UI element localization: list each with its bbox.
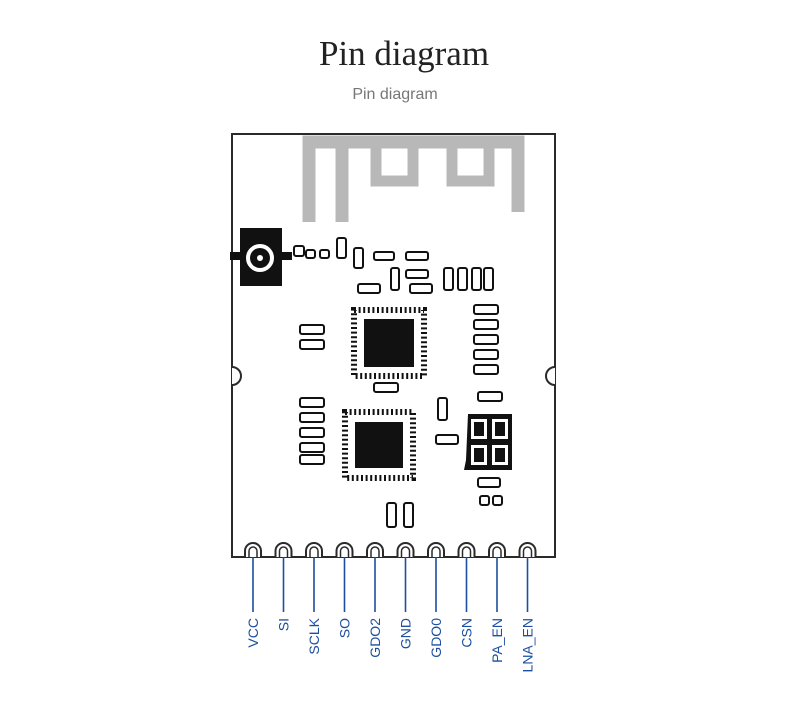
pin-label: VCC <box>245 618 261 648</box>
pin-pad <box>396 542 415 557</box>
pin-pad <box>488 542 506 557</box>
pin-label: SI <box>276 618 292 631</box>
passive-pad <box>299 442 325 453</box>
pin-hole <box>278 546 289 557</box>
pin-pad <box>366 542 384 557</box>
pin-label: SCLK <box>306 617 322 654</box>
right-notch <box>545 366 556 386</box>
passive-pad <box>299 412 325 423</box>
pin-pad <box>305 542 323 557</box>
passive-pad <box>473 304 499 315</box>
passive-pad <box>299 397 325 408</box>
pin-hole <box>522 546 533 557</box>
pin-label: SO <box>337 618 353 638</box>
passive-pad <box>319 249 330 259</box>
passive-pad <box>405 269 429 279</box>
passive-pad <box>357 283 381 294</box>
passive-pad <box>353 247 364 269</box>
page-title: Pin diagram <box>318 34 490 73</box>
passive-pad <box>299 324 325 335</box>
passive-pad <box>471 267 482 291</box>
pin-label: PA_EN <box>489 618 505 663</box>
pin-pad <box>457 542 476 557</box>
pin-pad <box>427 542 445 557</box>
passive-pad <box>492 495 503 506</box>
pin-hole <box>309 546 319 557</box>
passive-pad <box>336 237 347 259</box>
passive-pad <box>305 249 316 259</box>
passive-pad <box>443 267 454 291</box>
passive-pad <box>457 267 468 291</box>
pin-hole <box>248 546 258 557</box>
pin-hole <box>400 546 411 557</box>
pin-pad <box>335 542 354 557</box>
pin-hole <box>370 546 380 557</box>
passive-pad <box>473 334 499 345</box>
passive-pad <box>403 502 414 528</box>
passive-pad <box>299 454 325 465</box>
pin-label: GDO2 <box>367 618 383 658</box>
passive-pad <box>373 251 395 261</box>
pin-hole <box>339 546 350 557</box>
pin-label: GND <box>398 618 414 649</box>
passive-pad <box>477 391 503 402</box>
passive-pad <box>473 319 499 330</box>
pin-label: CSN <box>459 618 475 648</box>
passive-pad <box>299 427 325 438</box>
passive-pad <box>473 349 499 360</box>
page-subtitle: Pin diagram <box>352 86 438 103</box>
pin-hole <box>461 546 472 557</box>
passive-pad <box>373 382 399 393</box>
pin-hole <box>431 546 441 557</box>
passive-components <box>293 237 503 528</box>
pin-pad <box>518 542 537 557</box>
passive-pad <box>386 502 397 528</box>
ipex-connector-icon <box>230 228 292 286</box>
passive-pad <box>477 477 501 488</box>
ic-chip-icon <box>351 307 427 379</box>
ic-chip-icon <box>342 409 416 481</box>
passive-pad <box>405 251 429 261</box>
passive-pad <box>479 495 490 506</box>
crystal-icon <box>464 414 512 470</box>
passive-pad <box>390 267 400 291</box>
pin-header: VCC SI SCLK SO GDO2 GND GDO0 CSN PA_EN LNA_EN <box>244 542 537 672</box>
pcb-antenna-icon <box>302 135 525 222</box>
passive-pad <box>437 397 448 421</box>
pin-hole <box>492 546 502 557</box>
passive-pad <box>435 434 459 445</box>
passive-pad <box>299 339 325 350</box>
pin-label: GDO0 <box>428 618 444 658</box>
pin-pad <box>244 542 262 557</box>
pin-label: LNA_EN <box>520 618 536 672</box>
pin-pad <box>274 542 293 557</box>
passive-pad <box>473 364 499 375</box>
passive-pad <box>483 267 494 291</box>
passive-pad <box>293 245 305 257</box>
passive-pad <box>409 283 433 294</box>
left-notch <box>231 366 242 386</box>
